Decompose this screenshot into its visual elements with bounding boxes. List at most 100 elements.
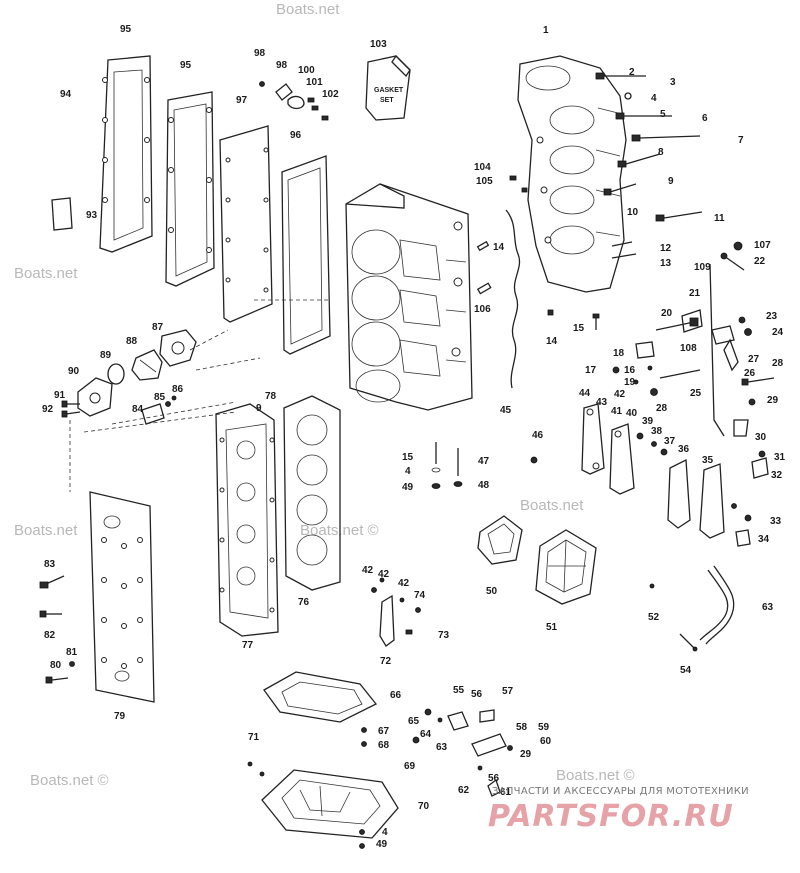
kit-box-line2: SET: [380, 97, 394, 104]
part-label: 14: [493, 242, 505, 253]
part-label: 55: [453, 685, 465, 696]
watermark-text: Boats.net ©: [300, 522, 379, 539]
part-label: 42: [362, 565, 374, 576]
part-label: 87: [152, 322, 164, 333]
part-label: 98: [254, 48, 266, 59]
part-label: 61: [500, 787, 512, 798]
cover-90: [77, 377, 113, 417]
part-label: 64: [420, 729, 432, 740]
part-label: 16: [624, 365, 636, 376]
linkage-parts: [581, 241, 775, 547]
thermostat-housing-87: [159, 329, 197, 367]
part-label: 10: [627, 207, 639, 218]
part-label: 34: [758, 534, 770, 545]
part-label: 27: [748, 354, 760, 365]
part-label: 100: [298, 65, 315, 76]
kit-box-line1: GASKET: [374, 87, 404, 94]
part-label: 38: [651, 426, 663, 437]
cover-plate-97: [219, 125, 273, 323]
part-label: 86: [172, 384, 184, 395]
part-label: 68: [378, 740, 390, 751]
part-label: 59: [538, 722, 550, 733]
cylinder-head-45: [345, 183, 473, 411]
bolts-91-92: [61, 400, 81, 418]
part-label: 73: [438, 630, 450, 641]
part-label: 58: [516, 722, 528, 733]
part-label: 49: [402, 482, 414, 493]
part-label: 72: [380, 656, 392, 667]
watermark-text: Boats.net ©: [556, 767, 635, 784]
watermark-text: Boats.net: [276, 1, 340, 18]
part-label: 4: [382, 827, 388, 838]
part-label: 62: [458, 785, 470, 796]
watermark-text: Boats.net: [520, 497, 584, 514]
part-label: 44: [579, 388, 591, 399]
bracket-72: [371, 577, 421, 647]
part-label: 95: [120, 24, 132, 35]
part-label: 32: [771, 470, 783, 481]
part-label: 8: [658, 147, 664, 158]
part-label: 30: [755, 432, 767, 443]
part-label: 25: [690, 388, 702, 399]
part-label: 95: [180, 60, 192, 71]
part-label: 70: [418, 801, 430, 812]
part-label: 2: [629, 67, 635, 78]
part-label: 47: [478, 456, 490, 467]
part-label: 82: [44, 630, 56, 641]
part-label: 4: [405, 466, 411, 477]
part-label: 36: [678, 444, 690, 455]
part-label: 37: [664, 436, 676, 447]
part-label: 78: [265, 391, 277, 402]
exhaust-cover-77: [215, 403, 279, 637]
part-label: 103: [370, 39, 387, 50]
part-label: 42: [378, 569, 390, 580]
part-label: 81: [66, 647, 78, 658]
part-label: 41: [611, 406, 623, 417]
fitting-98-102: [259, 81, 329, 121]
part-label: 29: [767, 395, 779, 406]
part-label: 88: [126, 336, 138, 347]
valve-84-86: [141, 395, 177, 425]
gasket-89: [107, 363, 125, 385]
part-label: 66: [390, 690, 402, 701]
part-labels: 1 2 3 4 5 6 7 8 9 10 11 12 13 14 14 15 1…: [42, 24, 786, 850]
part-label: 79: [114, 711, 126, 722]
part-label: 109: [694, 262, 711, 273]
part-label: 18: [613, 348, 625, 359]
small-pins: [476, 175, 600, 330]
part-label: 85: [154, 392, 166, 403]
adapter-plate-70: [261, 769, 399, 849]
part-label: 9: [256, 403, 262, 414]
part-label: 50: [486, 586, 498, 597]
part-label: 42: [614, 389, 626, 400]
part-label: 65: [408, 716, 420, 727]
part-label: 15: [402, 452, 414, 463]
part-label: 54: [680, 665, 692, 676]
hose-63: [649, 565, 735, 652]
part-label: 102: [322, 89, 339, 100]
part-label: 96: [290, 130, 302, 141]
part-label: 67: [378, 726, 390, 737]
part-label: 26: [744, 368, 756, 379]
watermark-text: Boats.net: [14, 265, 78, 282]
part-label: 48: [478, 480, 490, 491]
part-label: 11: [714, 213, 725, 224]
gasket-50: [477, 515, 523, 565]
part-label: 12: [660, 243, 672, 254]
part-label: 33: [770, 516, 782, 527]
part-label: 19: [624, 377, 636, 388]
brand-logo: PARTSFOR.RU: [488, 799, 734, 834]
part-label: 77: [242, 640, 254, 651]
part-label: 4: [651, 93, 657, 104]
part-label: 5: [660, 109, 666, 120]
part-label: 20: [661, 308, 673, 319]
gasket-66: [263, 671, 378, 723]
part-label: 52: [648, 612, 660, 623]
part-label: 49: [376, 839, 388, 850]
cover-plate-79: [89, 491, 155, 703]
gasket-set-box-103: GASKET SET: [365, 54, 411, 121]
part-label: 76: [298, 597, 310, 608]
part-label: 106: [474, 304, 491, 315]
part-label: 9: [668, 176, 674, 187]
